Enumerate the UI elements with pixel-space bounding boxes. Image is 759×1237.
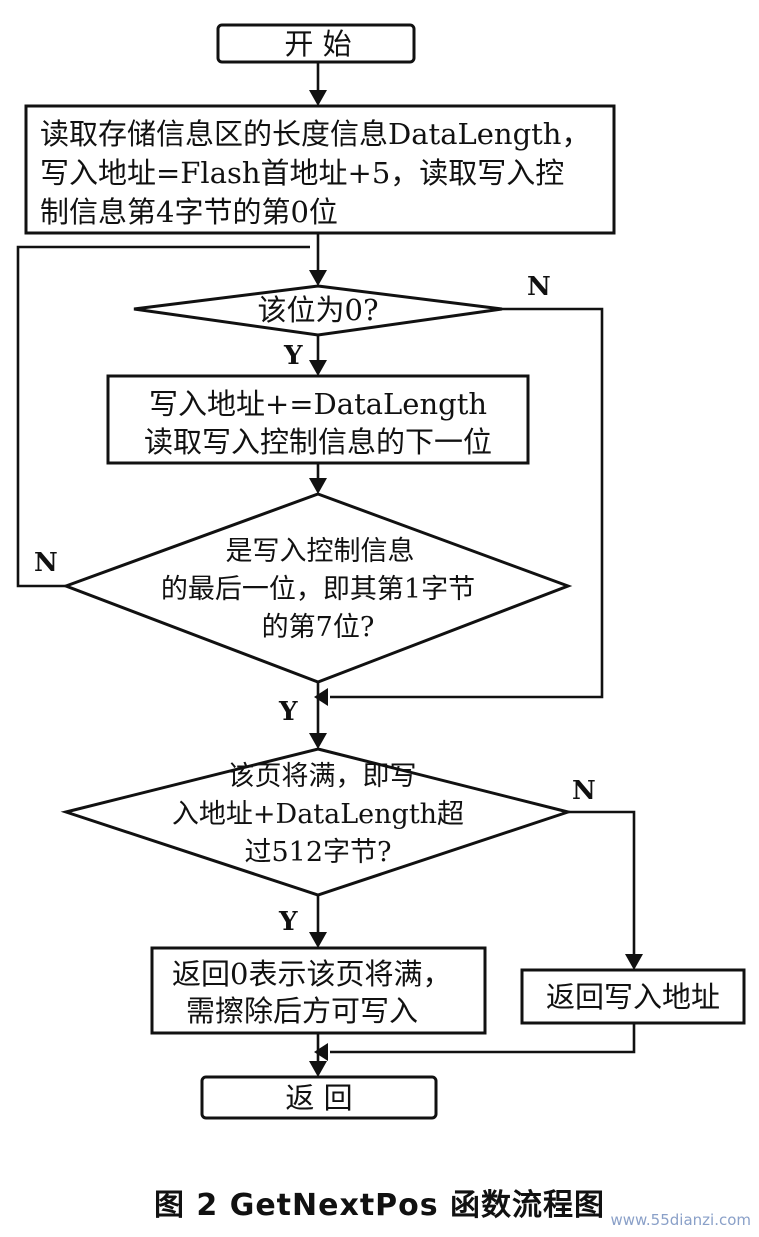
step-read-line: 读取存储信息区的长度信息DataLength， bbox=[40, 117, 590, 151]
decision-bit-label: 该位为0? bbox=[258, 293, 379, 327]
return-address-label: 返回写入地址 bbox=[546, 980, 720, 1014]
return-zero-line: 返回0表示该页将满， bbox=[172, 957, 451, 991]
label-full-no: N bbox=[572, 776, 596, 806]
step-advance: 写入地址+=DataLength 读取写入控制信息的下一位 bbox=[108, 376, 528, 463]
start-label: 开 始 bbox=[284, 27, 351, 61]
label-last-no: N bbox=[34, 548, 58, 578]
decision-last: 是写入控制信息 的最后一位，即其第1字节 的第7位? bbox=[66, 494, 568, 682]
arrowhead-advance bbox=[309, 360, 327, 376]
decision-full-line: 入地址+DataLength超 bbox=[172, 799, 464, 830]
decision-bit: 该位为0? bbox=[134, 286, 502, 335]
label-full-yes: Y bbox=[278, 907, 298, 937]
step-read: 读取存储信息区的长度信息DataLength， 写入地址=Flash首地址+5，… bbox=[26, 106, 614, 233]
step-read-line: 制信息第4字节的第0位 bbox=[40, 195, 338, 229]
label-bit-yes: Y bbox=[283, 341, 303, 371]
return-zero-line: 需擦除后方可写入 bbox=[186, 994, 418, 1028]
decision-last-line: 的第7位? bbox=[262, 612, 375, 643]
return-address: 返回写入地址 bbox=[522, 970, 744, 1023]
step-advance-line: 写入地址+=DataLength bbox=[149, 387, 487, 421]
decision-full: 该页将满，即写 入地址+DataLength超 过512字节? bbox=[66, 749, 568, 895]
arrowhead-addr bbox=[625, 954, 643, 970]
end-terminal: 返 回 bbox=[202, 1077, 436, 1118]
arrowhead-join-full bbox=[314, 688, 328, 706]
arrowhead-last bbox=[309, 478, 327, 494]
arrowhead-bit bbox=[309, 270, 327, 286]
arrowhead-end bbox=[309, 1061, 327, 1077]
step-read-line: 写入地址=Flash首地址+5，读取写入控 bbox=[40, 156, 564, 190]
decision-full-line: 该页将满，即写 bbox=[228, 761, 417, 792]
decision-last-line: 的最后一位，即其第1字节 bbox=[161, 574, 475, 605]
watermark: www.55dianzi.com bbox=[610, 1211, 751, 1229]
arrowhead-full bbox=[309, 733, 327, 749]
decision-full-line: 过512字节? bbox=[244, 837, 391, 868]
label-bit-no: N bbox=[527, 272, 551, 302]
return-zero: 返回0表示该页将满， 需擦除后方可写入 bbox=[152, 948, 485, 1033]
start-terminal: 开 始 bbox=[218, 25, 414, 62]
step-advance-line: 读取写入控制信息的下一位 bbox=[144, 425, 492, 459]
arrowhead-read bbox=[309, 90, 327, 106]
arrowhead-zero bbox=[309, 932, 327, 948]
end-label: 返 回 bbox=[285, 1081, 352, 1115]
decision-last-line: 是写入控制信息 bbox=[226, 536, 415, 567]
arrowhead-join-end bbox=[314, 1043, 328, 1061]
label-last-yes: Y bbox=[278, 697, 298, 727]
connector-full-no bbox=[568, 812, 634, 966]
